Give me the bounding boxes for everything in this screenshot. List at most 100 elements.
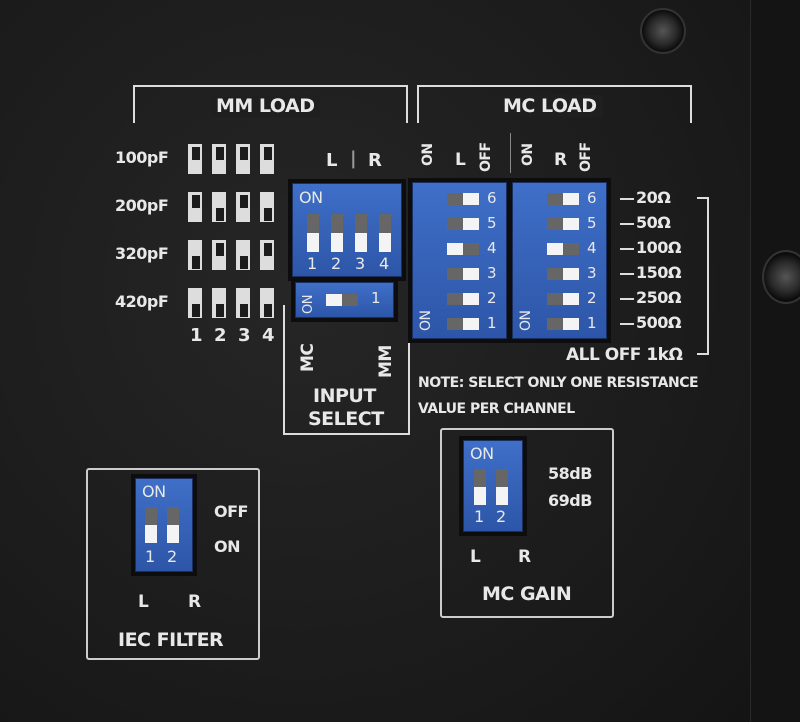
switch-slot [240, 304, 248, 317]
dip-toggle[interactable] [547, 218, 579, 230]
mc-gain-title: MC GAIN [482, 583, 572, 605]
iec-filter-box [86, 468, 260, 660]
switch-number: 3 [587, 264, 597, 282]
gain-69db-label: 69dB [548, 491, 592, 510]
dip-knob [167, 525, 179, 543]
dip-toggle[interactable] [547, 293, 579, 305]
switch-position-diagram [260, 192, 274, 222]
off-label: OFF [578, 142, 594, 172]
dip-knob [463, 293, 479, 305]
dip-toggle[interactable] [331, 214, 343, 252]
switch-position-diagram [212, 144, 226, 174]
divider [510, 133, 511, 173]
mc-gain-box [440, 428, 614, 618]
switch-slot [240, 195, 248, 208]
dip-toggle[interactable] [547, 243, 579, 255]
bracket-edge [406, 85, 408, 123]
switch-number: 1 [307, 254, 317, 273]
switch-number: 5 [587, 214, 597, 232]
dip-toggle[interactable] [447, 268, 479, 280]
mc-load-title: MC LOAD [497, 95, 603, 117]
on-label: ON [301, 295, 316, 314]
switch-position-diagram [188, 144, 202, 174]
dip-toggle[interactable] [547, 268, 579, 280]
off-label: OFF [478, 142, 494, 172]
screw-icon [640, 8, 686, 54]
dip-toggle[interactable] [547, 318, 579, 330]
switch-position-diagram [188, 288, 202, 318]
filter-on-label: ON [214, 537, 241, 556]
dip-toggle[interactable] [447, 318, 479, 330]
switch-slot [264, 304, 272, 317]
switch-number: 3 [355, 254, 365, 273]
iec-filter-title: IEC FILTER [118, 629, 224, 651]
switch-number: 3 [487, 264, 497, 282]
switch-slot [192, 195, 200, 208]
switch-number: 1 [145, 547, 155, 566]
switch-number: 1 [487, 314, 497, 332]
dip-toggle[interactable] [145, 507, 157, 543]
left-channel-label: L [138, 592, 149, 612]
capacitance-label: 200pF [115, 196, 169, 215]
dip-knob [547, 243, 563, 255]
tick-mark [620, 298, 634, 300]
resistance-value: 150Ω [636, 263, 682, 282]
switch-number: 5 [487, 214, 497, 232]
mm-option-label: MM [376, 345, 396, 378]
on-label: ON [142, 482, 166, 501]
switch-number: 2 [487, 289, 497, 307]
switch-slot [216, 304, 224, 317]
switch-position-diagram [260, 144, 274, 174]
dip-knob [496, 487, 508, 505]
dip-toggle[interactable] [355, 214, 367, 252]
on-label: ON [420, 143, 436, 166]
dip-toggle[interactable] [474, 469, 486, 505]
switch-position-diagram [260, 288, 274, 318]
dip-knob [463, 268, 479, 280]
switch-number: 1 [190, 325, 203, 346]
mm-load-bracket [133, 85, 408, 87]
box-edge [283, 433, 410, 435]
right-channel-label: R [368, 150, 382, 171]
on-label: ON [299, 188, 323, 207]
dip-toggle[interactable] [379, 214, 391, 252]
gain-58db-label: 58dB [548, 464, 592, 483]
bracket-edge [690, 85, 692, 123]
switch-slot [192, 256, 200, 269]
switch-slot [192, 147, 200, 160]
tick-mark [620, 248, 634, 250]
dip-knob [563, 268, 579, 280]
rear-panel [0, 0, 750, 722]
bracket-edge [697, 353, 709, 355]
capacitance-label: 420pF [115, 292, 169, 311]
dip-toggle[interactable] [447, 293, 479, 305]
note-text: NOTE: SELECT ONLY ONE RESISTANCE [418, 375, 699, 391]
dip-knob [463, 193, 479, 205]
mm-load-title: MM LOAD [210, 95, 321, 117]
switch-position-diagram [260, 240, 274, 270]
input-select-toggle[interactable] [326, 294, 358, 306]
switch-position-diagram [212, 288, 226, 318]
dip-toggle[interactable] [447, 193, 479, 205]
dip-toggle[interactable] [167, 507, 179, 543]
dip-knob [563, 193, 579, 205]
switch-number: 4 [262, 325, 275, 346]
switch-slot [216, 208, 224, 221]
dip-toggle[interactable] [447, 218, 479, 230]
dip-knob [563, 318, 579, 330]
bracket-edge [697, 197, 709, 199]
dip-toggle[interactable] [447, 243, 479, 255]
dip-toggle[interactable] [547, 193, 579, 205]
switch-number: 6 [587, 189, 597, 207]
switch-number: 2 [587, 289, 597, 307]
switch-number: 2 [214, 325, 227, 346]
resistance-value: 100Ω [636, 238, 682, 257]
dip-toggle[interactable] [496, 469, 508, 505]
dip-toggle[interactable] [307, 214, 319, 252]
switch-number: 4 [487, 239, 497, 257]
on-label: ON [520, 143, 536, 166]
